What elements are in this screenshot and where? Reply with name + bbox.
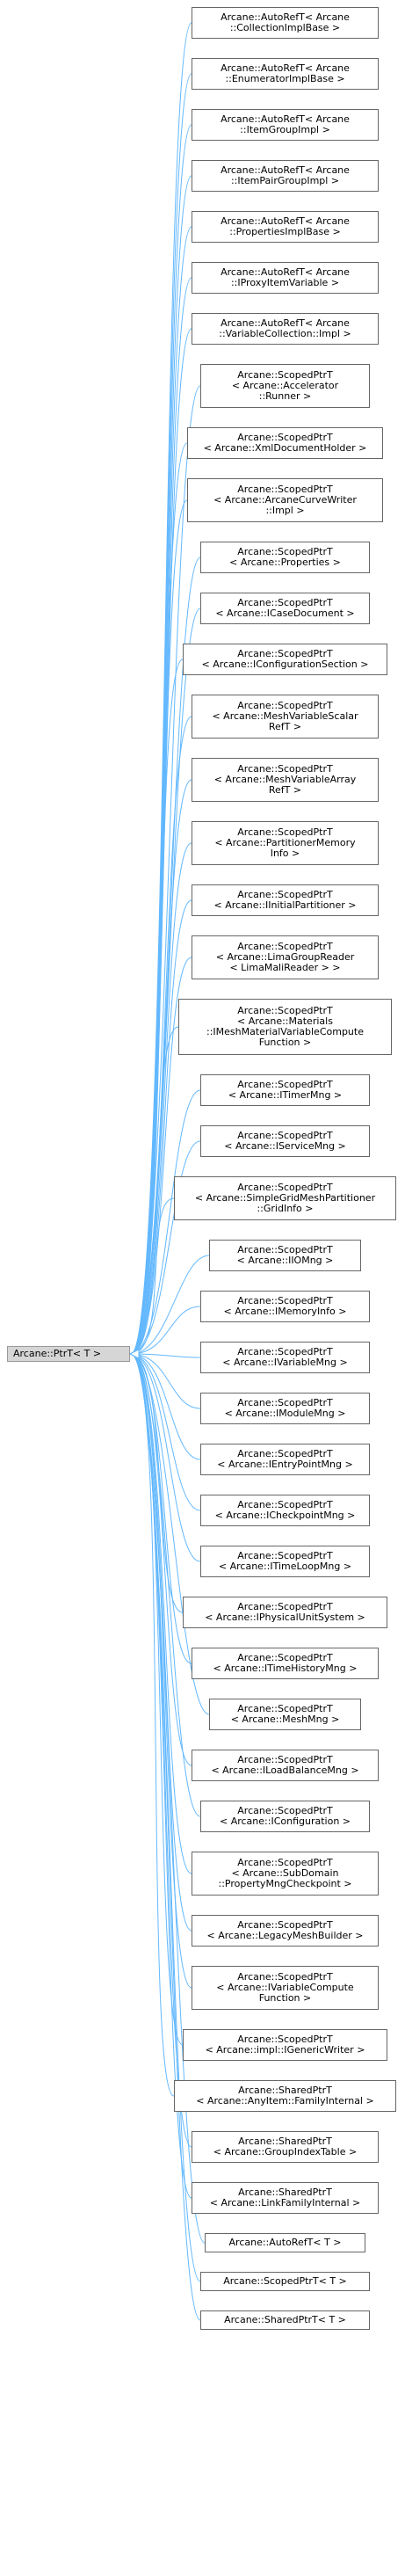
derived-class-node[interactable]: Arcane::SharedPtrT < Arcane::AnyItem::Fa… [174,2080,396,2112]
derived-class-node[interactable]: Arcane::ScopedPtrT < Arcane::SubDomain :… [192,1852,379,1896]
derived-class-node[interactable]: Arcane::ScopedPtrT < Arcane::LimaGroupRe… [192,935,379,979]
inheritance-edge [131,1354,201,2321]
inheritance-edge [131,1026,179,1354]
derived-class-node[interactable]: Arcane::ScopedPtrT < Arcane::IModuleMng … [200,1393,370,1424]
derived-class-node[interactable]: Arcane::ScopedPtrT < Arcane::IIOMng > [209,1240,361,1271]
derived-class-node[interactable]: Arcane::ScopedPtrT < Arcane::IMemoryInfo… [200,1291,370,1322]
inheritance-edge [131,1354,192,1874]
derived-class-node[interactable]: Arcane::ScopedPtrT < Arcane::LegacyMeshB… [192,1915,379,1947]
base-class-node[interactable]: Arcane::PtrT< T > [7,1346,130,1362]
inheritance-edge [131,1089,201,1354]
inheritance-edge [131,899,192,1354]
inheritance-edge [131,1354,201,1357]
inheritance-edge [131,1255,210,1354]
derived-class-node[interactable]: Arcane::ScopedPtrT < Arcane::XmlDocument… [187,427,383,459]
derived-class-node[interactable]: Arcane::ScopedPtrT < Arcane::ITimerMng > [200,1074,370,1106]
derived-class-node[interactable]: Arcane::ScopedPtrT < Arcane::IConfigurat… [183,644,387,675]
inheritance-edge [131,659,184,1354]
inheritance-edge [131,1354,192,1989]
derived-class-node[interactable]: Arcane::ScopedPtrT < Arcane::SimpleGridM… [174,1176,396,1220]
inheritance-edge [131,1354,192,1932]
derived-class-node[interactable]: Arcane::ScopedPtrT < Arcane::IVariableMn… [200,1342,370,1373]
derived-class-node[interactable]: Arcane::ScopedPtrT < Arcane::IConfigurat… [200,1801,370,1832]
inheritance-edge [131,716,192,1354]
derived-class-node[interactable]: Arcane::AutoRefT< Arcane ::IProxyItemVar… [192,262,379,294]
derived-class-node[interactable]: Arcane::ScopedPtrT < Arcane::MeshVariabl… [192,758,379,802]
inheritance-edge [131,1354,201,1817]
derived-class-node[interactable]: Arcane::ScopedPtrT < Arcane::IVariableCo… [192,1966,379,2010]
inheritance-edge [131,1197,175,1354]
derived-class-node[interactable]: Arcane::AutoRefT< Arcane ::CollectionImp… [192,7,379,39]
derived-class-node[interactable]: Arcane::ScopedPtrT < Arcane::Materials :… [178,999,392,1055]
inheritance-edge [131,1306,201,1354]
derived-class-node[interactable]: Arcane::ScopedPtrT < Arcane::Properties … [200,542,370,573]
derived-class-node[interactable]: Arcane::ScopedPtrT< T > [200,2272,370,2291]
derived-class-node[interactable]: Arcane::ScopedPtrT < Arcane::ILoadBalanc… [192,1750,379,1781]
derived-class-node[interactable]: Arcane::ScopedPtrT < Arcane::MeshMng > [209,1699,361,1730]
inheritance-edge [131,1354,192,2199]
inheritance-edge [131,1354,210,1715]
derived-class-node[interactable]: Arcane::AutoRefT< Arcane ::VariableColle… [192,313,379,345]
derived-class-node[interactable]: Arcane::ScopedPtrT < Arcane::Accelerator… [200,364,370,408]
derived-class-node[interactable]: Arcane::AutoRefT< Arcane ::ItemGroupImpl… [192,109,379,141]
derived-class-node[interactable]: Arcane::ScopedPtrT < Arcane::IPhysicalUn… [183,1597,387,1628]
derived-class-node[interactable]: Arcane::AutoRefT< Arcane ::ItemPairGroup… [192,160,379,192]
derived-class-node[interactable]: Arcane::ScopedPtrT < Arcane::ITimeHistor… [192,1648,379,1679]
derived-class-node[interactable]: Arcane::SharedPtrT < Arcane::GroupIndexT… [192,2131,379,2163]
derived-class-node[interactable]: Arcane::ScopedPtrT < Arcane::impl::IGene… [183,2029,387,2061]
derived-class-node[interactable]: Arcane::AutoRefT< T > [205,2233,365,2252]
derived-class-node[interactable]: Arcane::ScopedPtrT < Arcane::Partitioner… [192,821,379,865]
inheritance-edge [131,1354,201,1460]
derived-class-node[interactable]: Arcane::ScopedPtrT < Arcane::ArcaneCurve… [187,478,383,522]
derived-class-node[interactable]: Arcane::ScopedPtrT < Arcane::MeshVariabl… [192,695,379,739]
derived-class-node[interactable]: Arcane::SharedPtrT < Arcane::LinkFamilyI… [192,2182,379,2214]
derived-class-node[interactable]: Arcane::ScopedPtrT < Arcane::IEntryPoint… [200,1444,370,1475]
inheritance-edge [131,1140,201,1354]
inheritance-edge [131,1354,201,1409]
derived-class-node[interactable]: Arcane::ScopedPtrT < Arcane::ICheckpoint… [200,1495,370,1526]
derived-class-node[interactable]: Arcane::AutoRefT< Arcane ::EnumeratorImp… [192,58,379,90]
inheritance-edge [131,1354,201,1511]
derived-class-node[interactable]: Arcane::ScopedPtrT < Arcane::IServiceMng… [200,1125,370,1157]
derived-class-node[interactable]: Arcane::AutoRefT< Arcane ::PropertiesImp… [192,211,379,243]
inheritance-edge [131,842,192,1354]
inheritance-edge [131,1354,201,1562]
derived-class-node[interactable]: Arcane::ScopedPtrT < Arcane::ICaseDocume… [200,593,370,624]
derived-class-node[interactable]: Arcane::ScopedPtrT < Arcane::ITimeLoopMn… [200,1546,370,1577]
derived-class-node[interactable]: Arcane::SharedPtrT< T > [200,2310,370,2330]
derived-class-node[interactable]: Arcane::ScopedPtrT < Arcane::IInitialPar… [192,884,379,916]
